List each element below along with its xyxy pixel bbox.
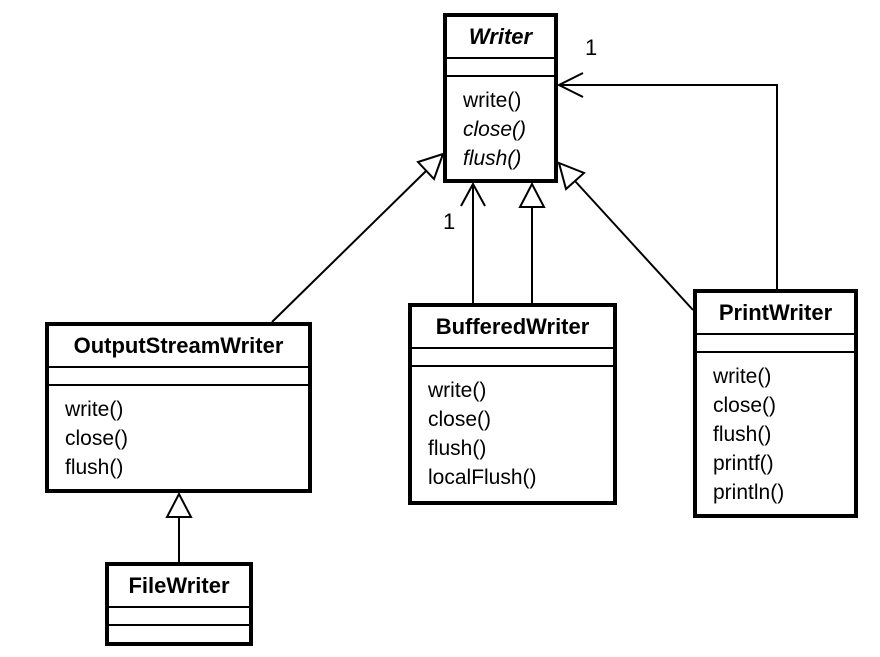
association-bufferedwriter-writer: [460, 181, 486, 303]
class-attributes-writer: [447, 59, 554, 77]
class-box-writer: Writer write() close() flush(): [443, 13, 558, 183]
method-pw-println: println(): [713, 481, 785, 504]
method-bw-write: write(): [428, 379, 487, 402]
multiplicity-label-printwriter: 1: [585, 35, 598, 60]
class-box-filewriter: FileWriter: [105, 562, 253, 646]
class-methods-outputstreamwriter: write() close() flush(): [49, 386, 308, 489]
method-pw-flush: flush(): [713, 423, 772, 446]
class-attributes-filewriter: [109, 608, 249, 626]
method-osw-close: close(): [65, 427, 129, 450]
class-title-printwriter: PrintWriter: [697, 293, 854, 335]
method-bw-close: close(): [428, 408, 492, 431]
method-writer-flush: flush(): [463, 147, 522, 170]
class-methods-writer: write() close() flush(): [447, 77, 554, 179]
class-title-outputstreamwriter: OutputStreamWriter: [49, 326, 308, 368]
class-attributes-printwriter: [697, 335, 854, 353]
generalization-outputstreamwriter-writer: [271, 152, 445, 323]
method-bw-flush: flush(): [428, 437, 487, 460]
class-title-writer: Writer: [447, 17, 554, 59]
association-printwriter-writer: [556, 72, 778, 289]
class-box-bufferedwriter: BufferedWriter write() close() flush() l…: [408, 303, 617, 505]
multiplicity-label-bufferedwriter: 1: [443, 209, 456, 234]
generalization-filewriter-outputstreamwriter: [165, 491, 193, 562]
class-methods-printwriter: write() close() flush() printf() println…: [697, 353, 854, 514]
generalization-bufferedwriter-writer: [518, 181, 546, 303]
generalization-printwriter-writer: [557, 161, 694, 311]
class-title-bufferedwriter: BufferedWriter: [412, 307, 613, 349]
class-methods-bufferedwriter: write() close() flush() localFlush(): [412, 367, 613, 501]
method-pw-write: write(): [713, 365, 772, 388]
class-attributes-bufferedwriter: [412, 349, 613, 367]
method-osw-write: write(): [65, 398, 124, 421]
method-osw-flush: flush(): [65, 456, 124, 479]
class-attributes-outputstreamwriter: [49, 368, 308, 386]
method-bw-localflush: localFlush(): [428, 466, 537, 489]
method-writer-close: close(): [463, 118, 527, 141]
class-box-printwriter: PrintWriter write() close() flush() prin…: [693, 289, 858, 518]
method-writer-write: write(): [463, 89, 522, 112]
class-methods-filewriter: [109, 626, 249, 642]
class-box-outputstreamwriter: OutputStreamWriter write() close() flush…: [45, 322, 312, 493]
method-pw-printf: printf(): [713, 452, 774, 475]
class-title-filewriter: FileWriter: [109, 566, 249, 608]
method-pw-close: close(): [713, 394, 777, 417]
